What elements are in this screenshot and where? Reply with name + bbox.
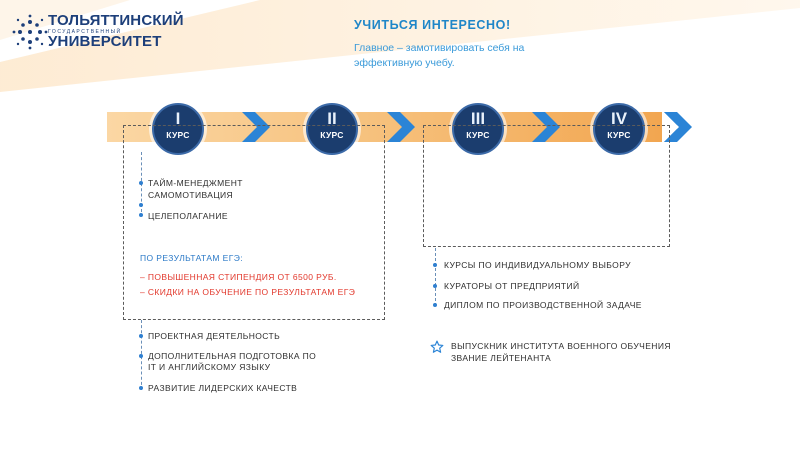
graduate-line-2: ЗВАНИЕ ЛЕЙТЕНАНТА <box>451 353 552 363</box>
course-badge-2: II КУРС <box>306 103 358 155</box>
skill-item: САМОМОТИВАЦИЯ <box>148 190 234 200</box>
senior-course-item: КУРСЫ ПО ИНДИВИДУАЛЬНОМУ ВЫБОРУ <box>444 260 631 270</box>
ege-title: ПО РЕЗУЛЬТАТАМ ЕГЭ: <box>140 253 243 263</box>
university-logo <box>12 14 48 50</box>
bullet-dot <box>433 284 437 288</box>
skill-item: ЦЕЛЕПОЛАГАНИЕ <box>148 211 228 221</box>
logo-line-1: ТОЛЬЯТТИНСКИЙ <box>48 12 184 29</box>
end-chevron-icon <box>664 112 692 142</box>
bullet-dot <box>139 354 143 358</box>
bullet-dot <box>139 386 143 390</box>
right-connector-line <box>435 248 436 306</box>
page-title: УЧИТЬСЯ ИНТЕРЕСНО! <box>354 18 511 32</box>
course-label: КУРС <box>320 130 344 140</box>
bullet-dot <box>433 303 437 307</box>
bullet-dot <box>139 181 143 185</box>
graduate-line-1: ВЫПУСКНИК ИНСТИТУТА ВОЕННОГО ОБУЧЕНИЯ <box>451 341 671 351</box>
course-numeral: III <box>470 109 486 128</box>
logo-line-2: УНИВЕРСИТЕТ <box>48 33 162 50</box>
bullet-dot <box>139 203 143 207</box>
left-course-frame <box>123 125 385 320</box>
activity-item: ДОПОЛНИТЕЛЬНАЯ ПОДГОТОВКА ПО <box>148 351 317 361</box>
star-icon <box>430 340 444 353</box>
course-numeral: IV <box>610 109 628 128</box>
ege-benefit-item: – ПОВЫШЕННАЯ СТИПЕНДИЯ ОТ 6500 РУБ. <box>140 272 337 282</box>
course-numeral: II <box>327 109 337 128</box>
logo-line-small: ГОСУДАРСТВЕННЫЙ <box>48 29 122 35</box>
course-numeral: I <box>175 109 181 128</box>
activity-item: РАЗВИТИЕ ЛИДЕРСКИХ КАЧЕСТВ <box>148 383 298 393</box>
course-badge-4: IV КУРС <box>593 103 645 155</box>
bullet-dot <box>139 213 143 217</box>
activity-item: IT И АНГЛИЙСКОМУ ЯЗЫКУ <box>148 362 271 372</box>
activity-item: ПРОЕКТНАЯ ДЕЯТЕЛЬНОСТЬ <box>148 331 281 341</box>
skill-item: ТАЙМ-МЕНЕДЖМЕНТ <box>148 178 243 188</box>
bullet-dot <box>433 263 437 267</box>
right-course-frame <box>423 125 670 247</box>
course-label: КУРС <box>466 130 490 140</box>
ege-benefit-item: – СКИДКИ НА ОБУЧЕНИЕ ПО РЕЗУЛЬТАТАМ ЕГЭ <box>140 287 356 297</box>
course-badge-1: I КУРС <box>152 103 204 155</box>
course-label: КУРС <box>166 130 190 140</box>
senior-course-item: ДИПЛОМ ПО ПРОИЗВОДСТВЕННОЙ ЗАДАЧЕ <box>444 300 642 310</box>
bullet-dot <box>139 334 143 338</box>
course-label: КУРС <box>607 130 631 140</box>
page-subtitle: Главное – замотивировать себя на эффекти… <box>354 42 525 69</box>
course-badge-3: III КУРС <box>452 103 504 155</box>
senior-course-item: КУРАТОРЫ ОТ ПРЕДПРИЯТИЙ <box>444 281 580 291</box>
